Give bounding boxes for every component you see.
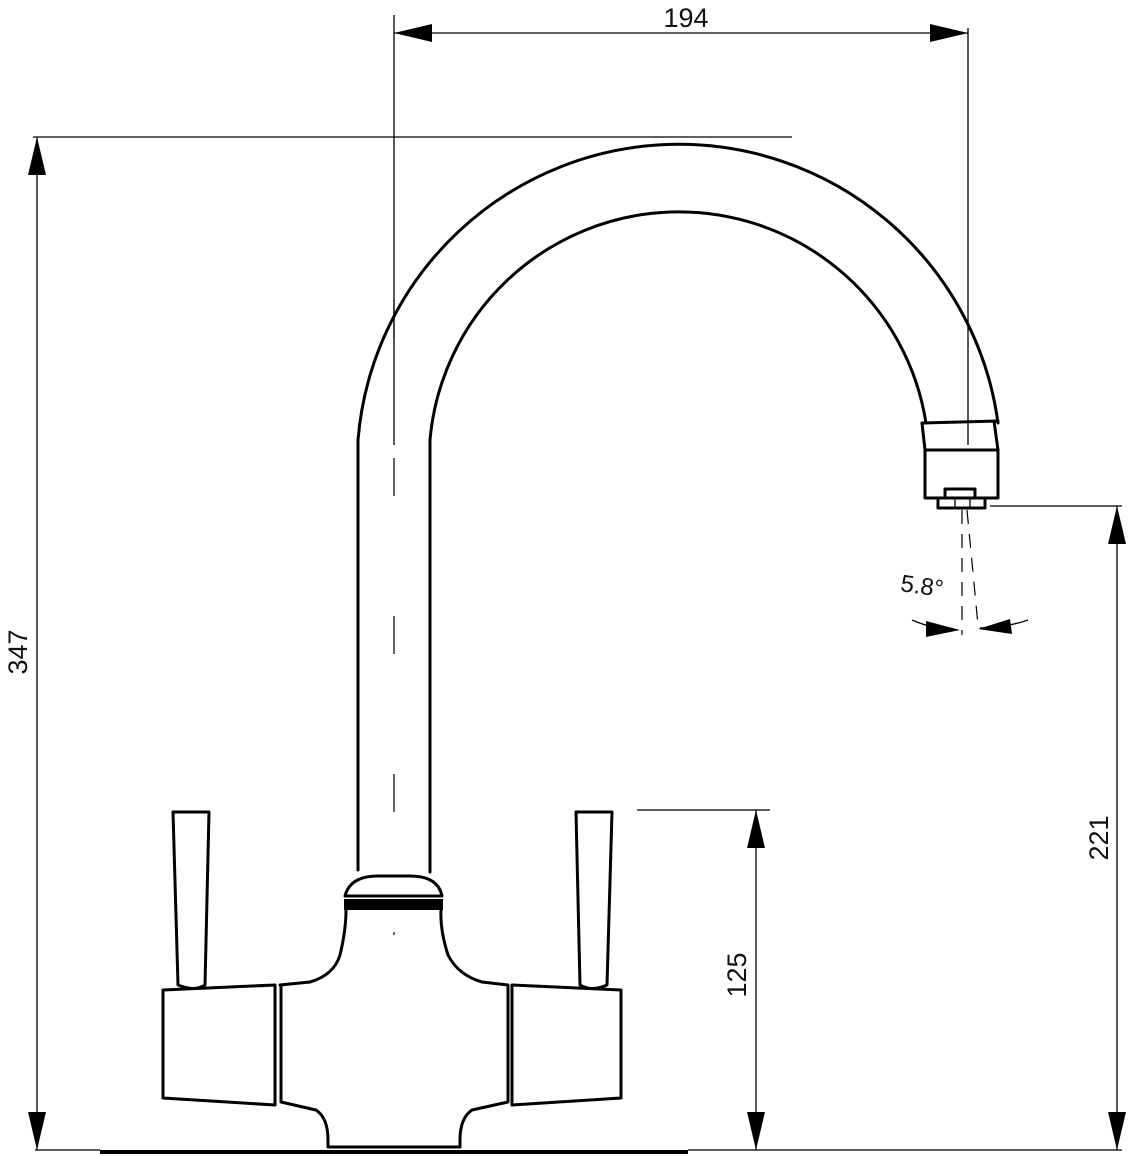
reach-arrow-right <box>930 24 968 42</box>
dimension-total-height: 347 <box>3 136 792 1151</box>
body-center <box>278 908 510 1149</box>
spout-outer <box>356 142 1000 872</box>
total-height-arrow-top <box>28 137 46 175</box>
handle-height-arrow-bottom <box>747 1112 765 1150</box>
handle-height-arrow-top <box>747 810 765 848</box>
aerator-tip-step <box>954 498 971 508</box>
spout-height-arrow-bottom <box>1108 1112 1126 1150</box>
total-height-arrow-bottom <box>28 1112 46 1150</box>
total-height-dimension-label: 347 <box>3 629 33 674</box>
right-lever-handle <box>574 810 614 990</box>
left-cartridge <box>161 983 277 1107</box>
angle-arrow-right <box>978 619 1012 634</box>
spout-height-arrow-top <box>1108 506 1126 544</box>
aerator-nozzle <box>943 487 977 500</box>
right-cartridge <box>510 983 623 1107</box>
handle-height-dimension-label: 125 <box>722 952 752 997</box>
aerator-head <box>920 419 1000 500</box>
dimension-spout-angle: 5.8° <box>899 570 1029 637</box>
left-lever-handle <box>171 810 211 990</box>
dimension-reach: 194 <box>393 3 969 445</box>
dimension-handle-height: 125 <box>637 809 770 1150</box>
spout-height-dimension-label: 221 <box>1084 815 1114 860</box>
dimension-spout-height: 221 <box>688 505 1126 1151</box>
aerator-tip <box>936 496 987 510</box>
outlet-angle-line <box>966 509 979 626</box>
spout-inner <box>428 210 928 874</box>
reach-dimension-label: 194 <box>663 3 708 33</box>
faucet-outline <box>100 142 1000 1154</box>
spout-angle-label: 5.8° <box>899 570 945 603</box>
aerator-top-band <box>920 419 1000 425</box>
angle-arrow-left <box>926 621 960 637</box>
collar-band <box>344 899 443 910</box>
reach-arrow-left <box>394 24 432 42</box>
spout-collar <box>343 874 444 898</box>
